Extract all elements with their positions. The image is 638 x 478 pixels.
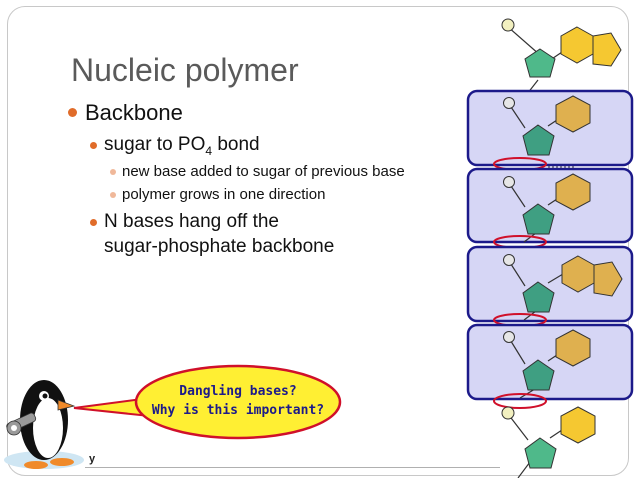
base-ring-icon <box>555 173 591 211</box>
nucleotide-box-1 <box>466 89 634 168</box>
sugar-icon <box>522 281 555 313</box>
bullet-dot <box>90 142 97 149</box>
slide-title: Nucleic polymer <box>71 52 299 88</box>
nucleotide-top <box>501 18 622 104</box>
phosphate-icon <box>503 97 515 109</box>
base-ring-icon <box>592 32 622 67</box>
bullet-n-bases-line2: sugar-phosphate backbone <box>104 236 335 257</box>
nucleotide-bottom <box>501 406 596 478</box>
bullet-n-bases-line1: N bases hang off the <box>104 211 279 232</box>
speech-bubble-text: Dangling bases? Why is this important? <box>138 382 338 420</box>
base-ring-icon <box>555 329 591 367</box>
sugar-icon <box>524 437 557 469</box>
bullet-grows: polymer grows in one direction <box>122 186 326 203</box>
bullet-dot <box>90 219 97 226</box>
sugar-icon <box>522 203 555 235</box>
bullet-sugar-bond-subscript: 4 <box>205 143 213 158</box>
phosphate-icon <box>501 18 515 32</box>
phosphate-icon <box>503 331 515 343</box>
bullet-dot <box>68 108 77 117</box>
phosphate-icon <box>503 254 515 266</box>
footer-divider <box>85 467 500 468</box>
speech-bubble <box>73 364 342 440</box>
bullet-dot <box>110 192 116 198</box>
bullet-sugar-bond-suffix: bond <box>212 134 260 155</box>
speech-bubble-line-2: Why is this important? <box>151 403 325 418</box>
bullet-new-base: new base added to sugar of previous base <box>122 163 405 180</box>
bullet-sugar-bond: sugar to PO4 bond <box>104 134 260 158</box>
sugar-icon <box>522 359 555 391</box>
phosphate-icon <box>501 406 515 420</box>
speech-bubble-line-1: Dangling bases? <box>179 384 297 399</box>
bond-highlight-ring <box>493 393 547 409</box>
penguin-mascot-icon <box>4 380 84 469</box>
phosphate-icon <box>503 176 515 188</box>
base-ring-icon <box>555 95 591 133</box>
nucleotide-box-4 <box>466 323 634 401</box>
footer-fragment: y <box>89 453 96 465</box>
base-ring-icon <box>560 406 596 444</box>
bullet-sugar-bond-prefix: sugar to PO <box>104 134 206 155</box>
base-ring-icon <box>560 26 594 64</box>
sugar-icon <box>522 124 555 156</box>
nucleotide-box-2 <box>466 167 634 244</box>
bullet-dot <box>110 169 116 175</box>
sugar-icon <box>524 48 556 78</box>
bullet-backbone: Backbone <box>85 100 183 125</box>
base-ring-icon <box>593 261 623 297</box>
nucleotide-box-3 <box>466 245 634 323</box>
